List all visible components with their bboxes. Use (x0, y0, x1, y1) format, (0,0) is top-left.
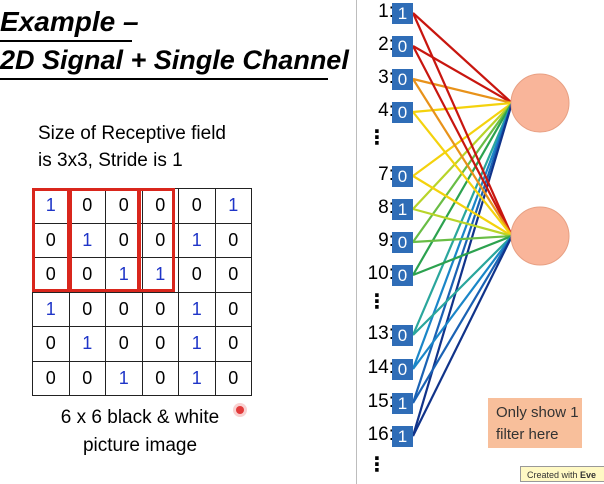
input-label: 14: (367, 357, 394, 378)
connection-line-n1 (412, 102, 513, 276)
connection-line-n1 (412, 12, 513, 104)
connection-line-n2 (412, 235, 513, 437)
connection-line-n2 (412, 45, 513, 237)
note-line-2: filter here (496, 426, 559, 443)
grid-cell: 0 (214, 360, 252, 396)
ellipsis-1: ⋮ (367, 127, 387, 149)
connection-line-n2 (411, 12, 514, 237)
grid-cell: 1 (214, 188, 252, 224)
connection-line-n1 (412, 77, 513, 105)
connection-line-n2 (412, 235, 513, 404)
input-value-box: 0 (392, 232, 413, 253)
panel-divider (356, 0, 357, 484)
connection-line-n1 (411, 102, 514, 336)
connection-line-n2 (412, 175, 513, 237)
receptive-field-text: Size of Receptive field is 3x3, Stride i… (38, 120, 226, 174)
watermark-prefix: Created with (527, 470, 581, 480)
input-label: 9: (378, 230, 394, 251)
connection-line-n1 (411, 102, 514, 370)
input-label: 10: (367, 263, 394, 284)
input-label: 8: (378, 197, 394, 218)
input-value-box: 1 (392, 3, 413, 24)
input-value-box: 0 (392, 69, 413, 90)
laser-pointer-dot (236, 406, 244, 414)
connection-line-n1 (411, 102, 514, 437)
filter-note: Only show 1 filter here (488, 398, 582, 448)
input-label: 16: (367, 424, 394, 445)
image-caption: 6 x 6 black & white picture image (40, 404, 240, 460)
input-label: 3: (378, 67, 394, 88)
connection-line-n1 (412, 101, 513, 114)
grid-cell: 0 (214, 257, 252, 293)
connection-line-n2 (412, 235, 513, 370)
caption-line-2: picture image (82, 435, 198, 456)
connection-line-n2 (412, 111, 513, 237)
input-value-box: 1 (392, 393, 413, 414)
connection-line-n2 (412, 78, 513, 237)
input-value-box: 0 (392, 166, 413, 187)
input-label: 15: (367, 391, 394, 412)
neuron-2 (510, 206, 570, 266)
receptive-field-box-3 (137, 188, 175, 292)
input-label: 13: (367, 323, 394, 344)
ellipsis-2: ⋮ (367, 291, 387, 313)
connection-line-n1 (411, 102, 514, 404)
input-value-box: 1 (392, 199, 413, 220)
input-value-box: 1 (392, 426, 413, 447)
grid-cell: 1 (68, 222, 106, 258)
grid-cell: 0 (178, 188, 216, 224)
input-value-box: 0 (392, 102, 413, 123)
connection-line-n2 (412, 234, 513, 277)
input-value-box: 0 (392, 325, 413, 346)
title-underline-1 (0, 40, 132, 42)
title-underline-2 (0, 78, 328, 80)
watermark-brand: Eve (580, 470, 597, 480)
connection-line-n2 (412, 235, 513, 336)
title-line-2: 2D Signal + Single Channel (0, 45, 349, 75)
connection-lines (411, 12, 514, 437)
receptive-field-box-1 (32, 188, 72, 292)
grid-cell: 1 (178, 222, 216, 258)
input-label: 7: (378, 164, 394, 185)
grid-cell: 0 (214, 291, 252, 327)
grid-cell: 1 (68, 326, 106, 362)
connection-line-n1 (412, 45, 513, 104)
grid-cell: 0 (214, 222, 252, 258)
input-label: 4: (378, 100, 394, 121)
note-line-1: Only show 1 (496, 404, 579, 421)
input-value-box: 0 (392, 36, 413, 57)
grid-cell: 0 (32, 257, 70, 293)
input-value-box: 0 (392, 359, 413, 380)
connection-line-n2 (412, 207, 513, 238)
watermark: Created with Eve (520, 466, 604, 482)
grid-cell: 1 (105, 257, 143, 293)
grid-cell: 0 (178, 257, 216, 293)
title-line-1: Example – (0, 6, 139, 37)
grid-cell: 0 (141, 326, 179, 362)
neuron-1 (510, 73, 570, 133)
ellipsis-3: ⋮ (367, 454, 387, 476)
grid-cell: 0 (68, 360, 106, 396)
receptive-field-line-2: is 3x3, Stride is 1 (38, 150, 183, 171)
receptive-field-line-1: Size of Receptive field (38, 123, 226, 144)
input-label: 1: (378, 1, 394, 22)
grid-cell: 1 (178, 326, 216, 362)
connection-line-n2 (412, 234, 513, 244)
caption-line-1: 6 x 6 black & white (60, 407, 220, 428)
input-value-box: 0 (392, 265, 413, 286)
input-label: 2: (378, 34, 394, 55)
grid-cell: 0 (32, 360, 70, 396)
